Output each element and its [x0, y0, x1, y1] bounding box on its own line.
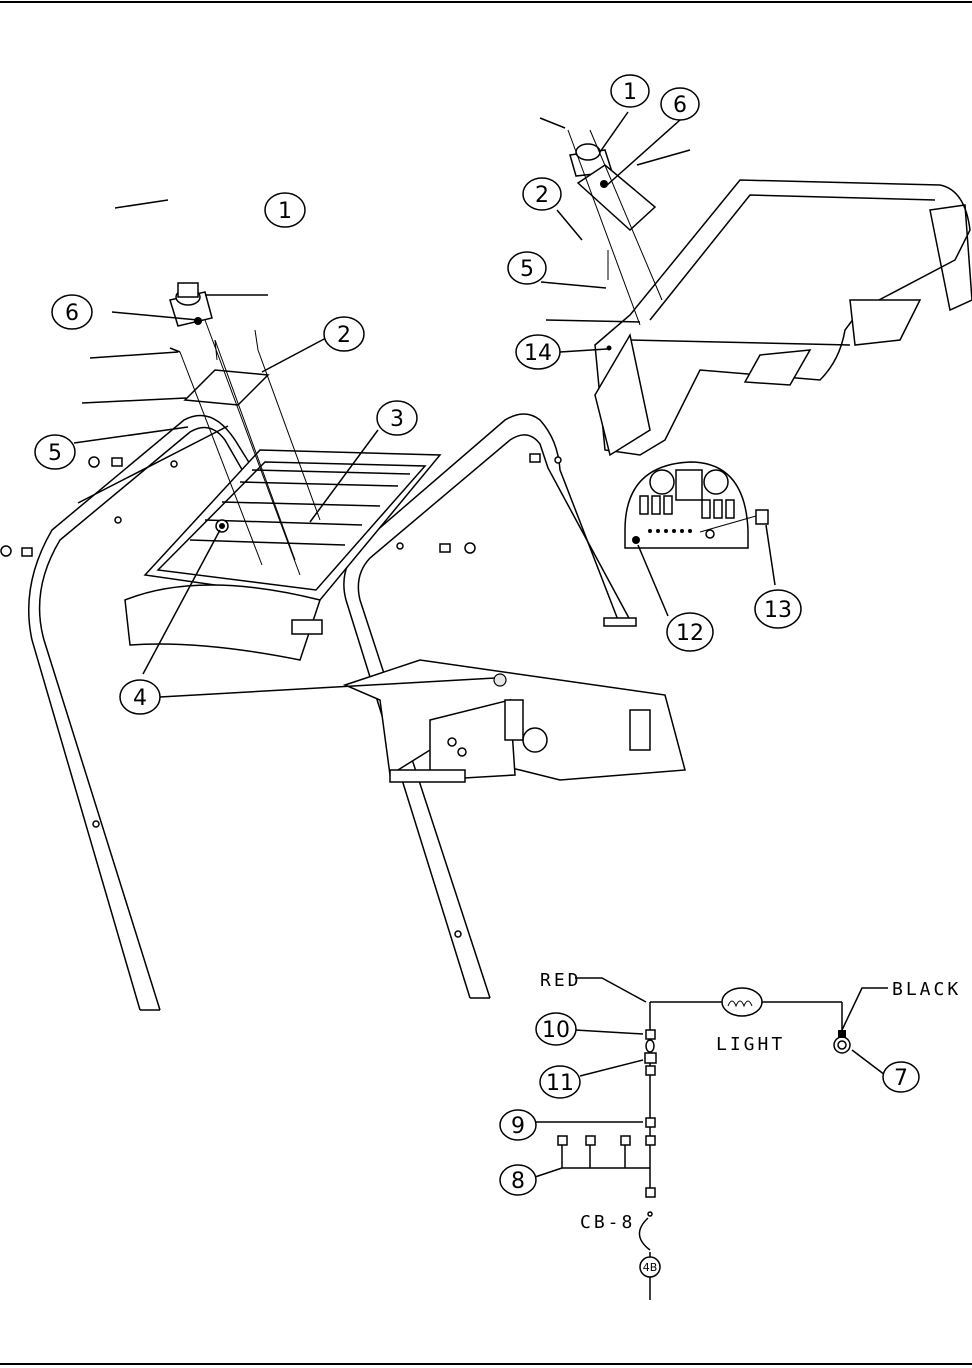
left-assembly	[0, 199, 686, 1011]
callout-2a: 2	[323, 316, 365, 352]
mounting-plate-right	[576, 164, 657, 232]
svg-text:1: 1	[623, 80, 637, 105]
svg-text:13: 13	[764, 598, 792, 623]
callout-12: 12	[666, 612, 714, 652]
svg-text:12: 12	[676, 621, 704, 646]
callout-8: 8	[499, 1164, 537, 1196]
svg-text:2: 2	[535, 183, 549, 208]
callout-7: 7	[882, 1061, 920, 1093]
svg-text:6: 6	[65, 301, 79, 326]
callout-4: 4	[119, 679, 161, 715]
svg-text:11: 11	[546, 1071, 574, 1096]
callout-6a: 6	[51, 294, 93, 330]
breaker-label: CB-8	[580, 1212, 635, 1233]
callout-5a: 5	[34, 434, 76, 470]
callout-6b: 6	[660, 87, 700, 121]
callout-3: 3	[376, 400, 418, 436]
callout-14: 14	[515, 334, 561, 370]
callout-13: 13	[754, 589, 802, 629]
roof-panel	[594, 179, 971, 456]
svg-text:10: 10	[542, 1018, 570, 1043]
roof-frame	[143, 449, 442, 601]
svg-text:4: 4	[133, 686, 147, 711]
svg-text:14: 14	[524, 341, 552, 366]
svg-text:1: 1	[278, 199, 292, 224]
mounting-plate-left	[183, 369, 270, 406]
callout-1a: 1	[264, 192, 306, 228]
svg-text:5: 5	[520, 257, 534, 282]
roof-front-panel	[124, 584, 321, 661]
left-rollbar-outer	[38, 426, 249, 1011]
connector-4b: 4B	[639, 1256, 661, 1278]
callout-5b: 5	[507, 251, 547, 285]
black-wire-label: BLACK	[892, 979, 961, 1000]
svg-text:8: 8	[511, 1169, 525, 1194]
svg-text:6: 6	[673, 93, 687, 118]
light-label: LIGHT	[716, 1034, 785, 1055]
callout-10: 10	[535, 1012, 577, 1046]
callout-11: 11	[539, 1065, 581, 1099]
callout-9: 9	[499, 1109, 537, 1141]
callout-1b: 1	[610, 74, 650, 108]
svg-text:4B: 4B	[643, 1261, 658, 1274]
right-rollbar-outer	[343, 413, 619, 999]
svg-text:3: 3	[390, 407, 404, 432]
svg-text:9: 9	[511, 1114, 525, 1139]
red-wire-label: RED	[540, 970, 582, 991]
svg-text:2: 2	[337, 323, 351, 348]
callout-2b: 2	[522, 177, 562, 211]
right-assembly	[539, 111, 972, 617]
left-rollbar-inner	[27, 414, 261, 1011]
svg-text:5: 5	[48, 441, 62, 466]
right-rollbar-inner	[357, 434, 631, 999]
wiring-schematic	[531, 977, 888, 1300]
svg-text:7: 7	[894, 1066, 908, 1091]
